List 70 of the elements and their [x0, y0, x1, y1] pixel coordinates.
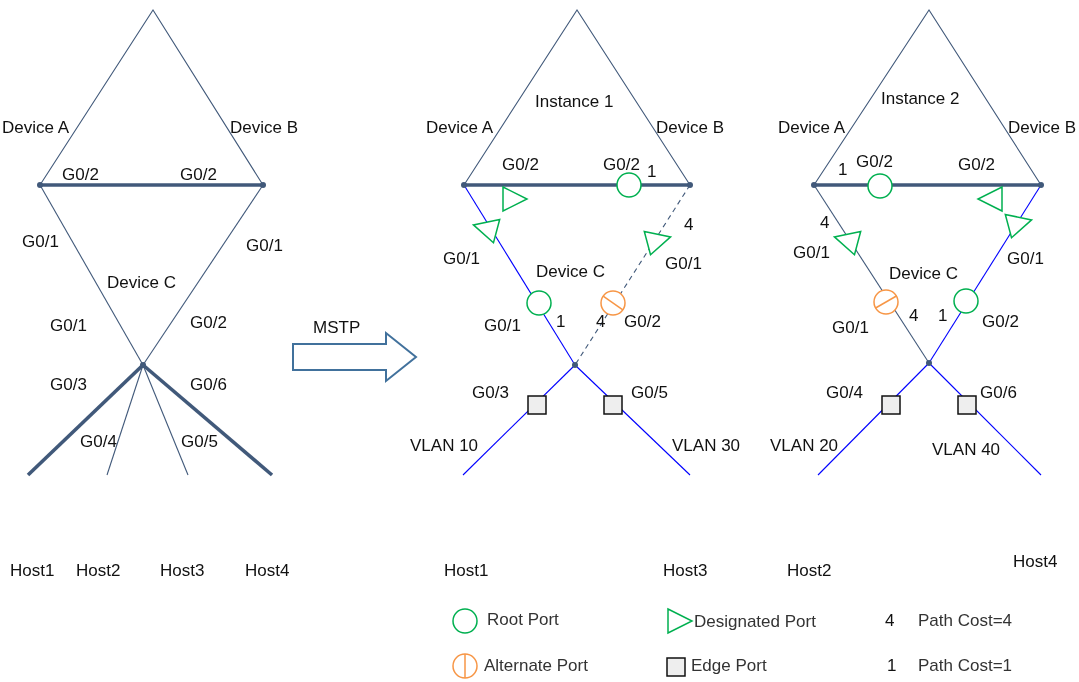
link-line: [141, 363, 274, 477]
legend-text: Designated Port: [694, 612, 816, 632]
device-label: Device C: [536, 262, 605, 282]
port-label: G0/3: [50, 375, 87, 395]
port-label: G0/4: [80, 432, 117, 452]
device-label: Device C: [107, 273, 176, 293]
cost-number: 1: [556, 312, 566, 332]
text-label: 4: [885, 611, 895, 631]
instance-label: Instance 1: [535, 92, 614, 112]
port-label: G0/2: [62, 165, 99, 185]
cost-number: G0/1: [832, 318, 869, 338]
cost-number: G0/2: [958, 155, 995, 175]
port-label: G0/3: [472, 383, 509, 403]
instance-label: VLAN 30: [672, 436, 741, 456]
vlan-label: G0/4: [826, 383, 863, 403]
cost-number: 1: [647, 162, 657, 182]
port-label: 4: [596, 312, 606, 332]
port-label: G0/5: [181, 432, 218, 452]
device-label: Device A: [778, 118, 846, 138]
port-label: G0/1: [50, 316, 87, 336]
vlan-label: VLAN 10: [410, 436, 479, 456]
device-label: Device C: [889, 264, 958, 284]
vlan-label: G0/5: [631, 383, 668, 403]
port-label: G0/2: [856, 152, 893, 172]
port-label: G0/1: [665, 254, 702, 274]
host-label: Host4: [245, 561, 290, 581]
link-line: [814, 183, 1041, 187]
cost-number: Host4: [1013, 552, 1058, 572]
vlan-label: G0/6: [980, 383, 1017, 403]
cost-number: 1: [838, 160, 848, 180]
port-label: 4: [820, 213, 830, 233]
host-label: Host1: [444, 561, 489, 581]
device-label: Device A: [2, 118, 70, 138]
host-label: Host2: [76, 561, 121, 581]
port-label: G0/1: [22, 232, 59, 252]
device-label: Device B: [230, 118, 299, 138]
port-label: G0/2: [982, 312, 1019, 332]
port-label: G0/2: [502, 155, 539, 175]
legend-text: Path Cost=4: [918, 611, 1013, 631]
port-label: G0/2: [190, 313, 227, 333]
port-label: G0/1: [246, 236, 283, 256]
device-label: Device A: [426, 118, 494, 138]
port-label: 1: [938, 306, 948, 326]
host-label: VLAN 20: [770, 436, 839, 456]
link-line: [464, 183, 690, 187]
link-line: [40, 183, 263, 187]
cost-number: G0/1: [484, 316, 521, 336]
port-label: Instance 2: [881, 89, 960, 109]
text-label: 1: [887, 656, 897, 676]
port-label: G0/1: [793, 243, 830, 263]
host-label: Host3: [663, 561, 708, 581]
device-label: Device B: [656, 118, 725, 138]
host-label: VLAN 40: [932, 440, 1001, 460]
legend-text: Alternate Port: [484, 656, 588, 676]
port-label: G0/2: [624, 312, 661, 332]
legend-text: Path Cost=1: [918, 656, 1013, 676]
cost-number: G0/1: [1007, 249, 1044, 269]
cost-number: 4: [684, 215, 694, 235]
device-label: Device B: [1008, 118, 1077, 138]
port-label: 4: [909, 306, 919, 326]
port-label: G0/6: [190, 375, 227, 395]
cost-number: Host2: [787, 561, 832, 581]
host-label: Host3: [160, 561, 205, 581]
port-label: G0/2: [603, 155, 640, 175]
legend-text: Root Port: [487, 610, 559, 630]
port-label: G0/1: [443, 249, 480, 269]
port-label: G0/2: [180, 165, 217, 185]
host-label: Host1: [10, 561, 55, 581]
legend-text: Edge Port: [691, 656, 767, 676]
arrow-label: MSTP: [313, 318, 361, 338]
